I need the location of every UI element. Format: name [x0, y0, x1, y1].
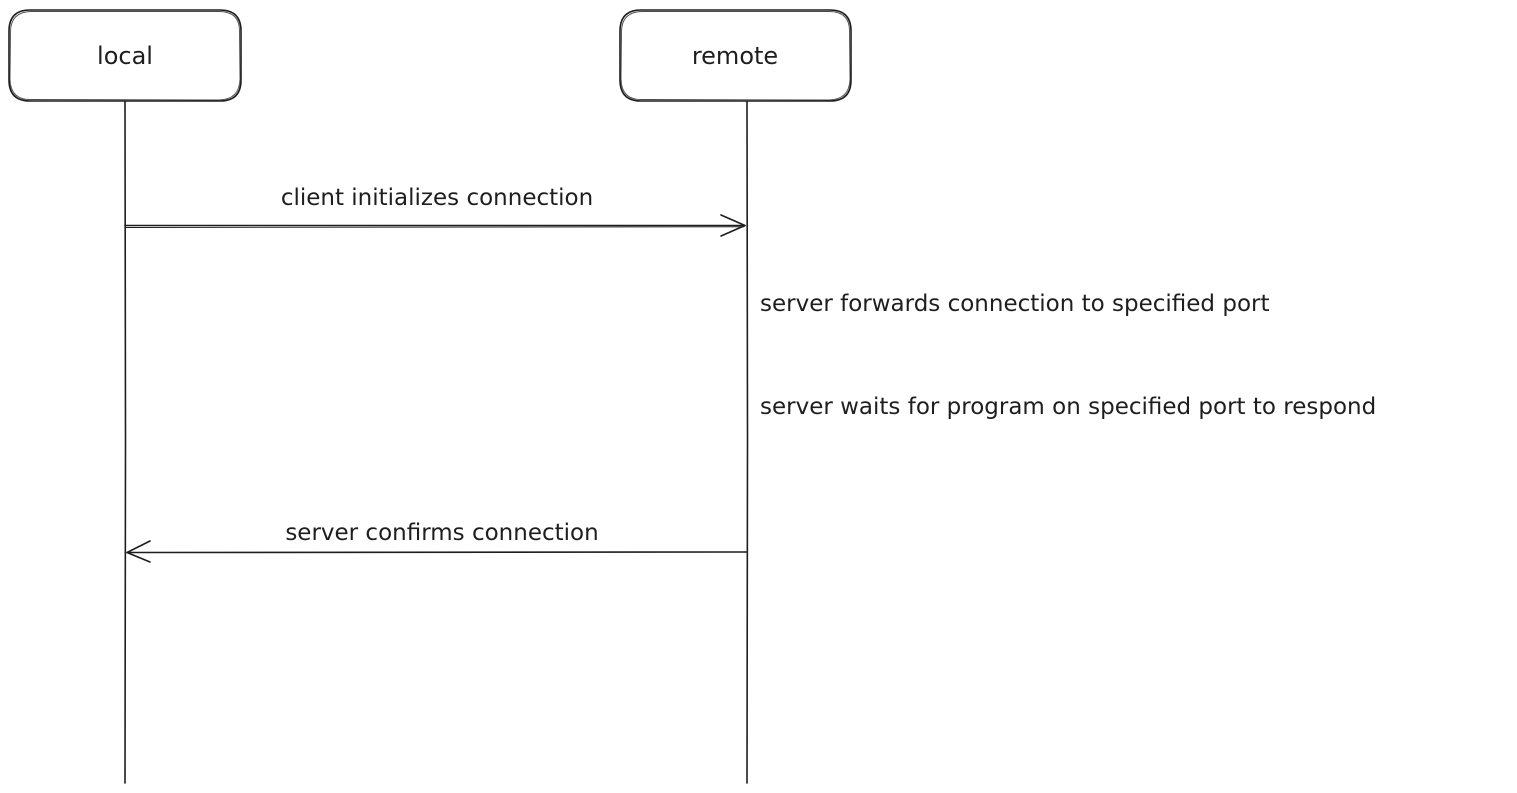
- note-server-forwards: server forwards connection to specified …: [760, 291, 1270, 317]
- note-server-waits: server waits for program on specified po…: [760, 394, 1376, 420]
- lifeline-remote: [746, 100, 749, 784]
- participant-remote[interactable]: remote: [619, 9, 852, 102]
- participant-remote-box: [619, 9, 852, 102]
- message-server-confirms: server confirms connection: [126, 520, 748, 563]
- participant-local-label: local: [97, 42, 153, 70]
- participant-local-box: [8, 9, 242, 102]
- arrow-line: [125, 226, 745, 228]
- arrowhead-left-icon: [126, 540, 151, 563]
- arrowhead-right-icon: [720, 214, 746, 237]
- participant-local[interactable]: local: [8, 9, 242, 102]
- message-client-initializes: client initializes connection: [124, 185, 746, 237]
- arrow-line: [126, 551, 748, 554]
- message-server-confirms-label: server confirms connection: [285, 520, 598, 546]
- lifeline-local: [124, 100, 127, 784]
- participant-remote-label: remote: [692, 42, 778, 70]
- message-client-initializes-label: client initializes connection: [281, 185, 593, 211]
